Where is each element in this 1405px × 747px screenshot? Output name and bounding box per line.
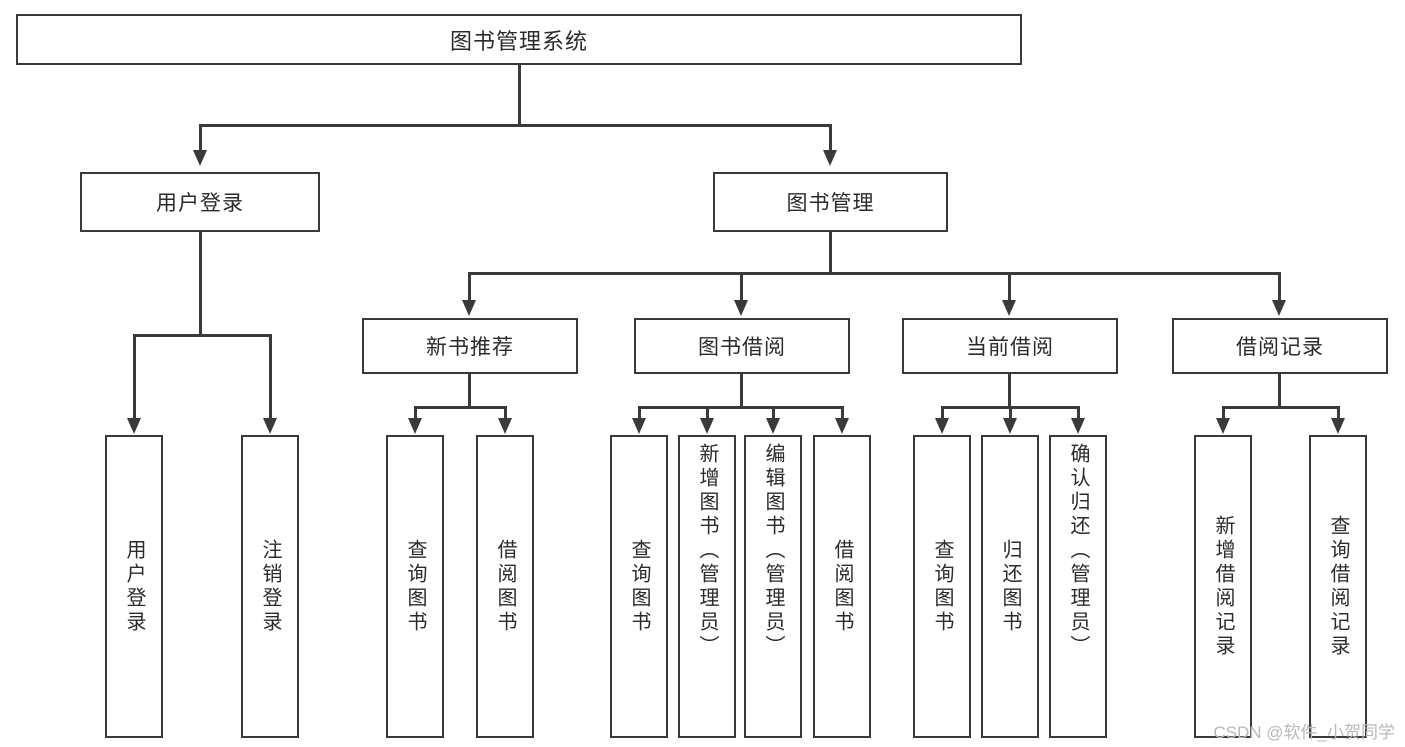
leaf-borrow-record-query-record[interactable]: 查询借阅记录 — [1309, 435, 1367, 738]
leaf-label: 注销登录 — [259, 538, 281, 635]
connector-root-bar — [199, 124, 832, 127]
leaf-label: 归还图书 — [999, 538, 1021, 635]
leaf-new-book-query-book[interactable]: 查询图书 — [386, 435, 444, 738]
arrow-current-borrow-to-leaf-1 — [935, 418, 949, 434]
node-new-book-recommend[interactable]: 新书推荐 — [362, 318, 578, 374]
node-book-borrow[interactable]: 图书借阅 — [634, 318, 850, 374]
connector-user-login-to-leaf-1 — [133, 334, 136, 420]
node-label: 借阅记录 — [1236, 336, 1324, 359]
leaf-current-borrow-confirm-return[interactable]: 确认归还（管理员） — [1049, 435, 1107, 738]
arrow-book-manage-to-borrow — [734, 300, 748, 316]
connector-borrow-record-bar — [1222, 406, 1339, 409]
arrow-book-manage-to-current — [1002, 300, 1016, 316]
arrow-book-manage-to-record — [1272, 300, 1286, 316]
arrow-root-to-user-login — [193, 150, 207, 166]
leaf-book-borrow-borrow-book[interactable]: 借阅图书 — [813, 435, 871, 738]
node-user-login[interactable]: 用户登录 — [80, 172, 320, 232]
node-borrow-record[interactable]: 借阅记录 — [1172, 318, 1388, 374]
connector-borrow-record-stem — [1278, 374, 1281, 408]
node-label: 新书推荐 — [426, 336, 514, 359]
node-label: 图书管理系统 — [449, 28, 588, 54]
connector-book-borrow-to-leaf-2 — [706, 406, 709, 420]
connector-book-manage-to-current — [1008, 272, 1011, 302]
connector-book-manage-bar — [468, 272, 1280, 275]
node-label: 当前借阅 — [966, 336, 1054, 359]
leaf-current-borrow-return-book[interactable]: 归还图书 — [981, 435, 1039, 738]
arrow-book-borrow-to-leaf-3 — [766, 418, 780, 434]
leaf-label: 新增借阅记录 — [1212, 514, 1234, 659]
leaf-book-borrow-query-book[interactable]: 查询图书 — [610, 435, 668, 738]
connector-root-to-book-manage — [829, 124, 832, 152]
arrow-current-borrow-to-leaf-2 — [1003, 418, 1017, 434]
arrow-root-to-book-manage — [823, 150, 837, 166]
connector-book-manage-to-new-book — [468, 272, 471, 302]
arrow-book-borrow-to-leaf-1 — [632, 418, 646, 434]
arrow-user-login-to-leaf-2 — [263, 418, 277, 434]
arrow-new-book-to-leaf-1 — [408, 418, 422, 434]
leaf-user-login-logout[interactable]: 注销登录 — [241, 435, 299, 738]
arrow-book-borrow-to-leaf-2 — [700, 418, 714, 434]
node-label: 图书借阅 — [698, 336, 786, 359]
connector-borrow-record-to-leaf-1 — [1222, 406, 1225, 420]
connector-book-borrow-to-leaf-3 — [772, 406, 775, 420]
connector-root-to-user-login — [199, 124, 202, 152]
connector-book-borrow-bar — [638, 406, 843, 409]
leaf-label: 借阅图书 — [831, 538, 853, 635]
node-label: 图书管理 — [786, 192, 875, 215]
arrow-user-login-to-leaf-1 — [127, 418, 141, 434]
connector-book-manage-stem — [829, 232, 832, 274]
arrow-borrow-record-to-leaf-2 — [1331, 418, 1345, 434]
arrow-book-borrow-to-leaf-4 — [835, 418, 849, 434]
node-label: 用户登录 — [156, 192, 244, 215]
leaf-label: 查询借阅记录 — [1327, 514, 1349, 659]
connector-current-borrow-to-leaf-3 — [1077, 406, 1080, 420]
leaf-label: 借阅图书 — [494, 538, 516, 635]
leaf-book-borrow-add-book[interactable]: 新增图书（管理员） — [678, 435, 736, 738]
leaf-borrow-record-add-record[interactable]: 新增借阅记录 — [1194, 435, 1252, 738]
arrow-book-manage-to-new-book — [462, 300, 476, 316]
connector-book-borrow-to-leaf-1 — [638, 406, 641, 420]
leaf-label: 查询图书 — [628, 538, 650, 635]
connector-user-login-stem — [199, 232, 202, 336]
connector-current-borrow-to-leaf-2 — [1009, 406, 1012, 420]
connector-user-login-bar — [133, 334, 272, 337]
connector-root-stem — [518, 65, 521, 125]
connector-current-borrow-stem — [1008, 374, 1011, 408]
arrow-new-book-to-leaf-2 — [498, 418, 512, 434]
connector-user-login-to-leaf-2 — [269, 334, 272, 420]
connector-borrow-record-to-leaf-2 — [1337, 406, 1340, 420]
connector-current-borrow-to-leaf-1 — [941, 406, 944, 420]
leaf-current-borrow-query-book[interactable]: 查询图书 — [913, 435, 971, 738]
node-root-system[interactable]: 图书管理系统 — [16, 14, 1022, 65]
leaf-user-login-login[interactable]: 用户登录 — [105, 435, 163, 738]
connector-book-manage-to-record — [1278, 272, 1281, 302]
connector-new-book-bar — [414, 406, 506, 409]
arrow-current-borrow-to-leaf-3 — [1071, 418, 1085, 434]
leaf-label: 确认归还（管理员） — [1067, 443, 1089, 659]
arrow-borrow-record-to-leaf-1 — [1216, 418, 1230, 434]
leaf-label: 编辑图书（管理员） — [762, 443, 784, 659]
connector-new-book-to-leaf-1 — [414, 406, 417, 420]
connector-book-manage-to-borrow — [740, 272, 743, 302]
leaf-label: 查询图书 — [931, 538, 953, 635]
leaf-book-borrow-edit-book[interactable]: 编辑图书（管理员） — [744, 435, 802, 738]
connector-book-borrow-to-leaf-4 — [841, 406, 844, 420]
leaf-new-book-borrow-book[interactable]: 借阅图书 — [476, 435, 534, 738]
node-book-management[interactable]: 图书管理 — [713, 172, 948, 232]
leaf-label: 用户登录 — [123, 538, 145, 635]
connector-new-book-to-leaf-2 — [504, 406, 507, 420]
node-current-borrow[interactable]: 当前借阅 — [902, 318, 1118, 374]
connector-new-book-stem — [468, 374, 471, 408]
leaf-label: 新增图书（管理员） — [696, 443, 718, 659]
leaf-label: 查询图书 — [404, 538, 426, 635]
connector-book-borrow-stem — [740, 374, 743, 408]
